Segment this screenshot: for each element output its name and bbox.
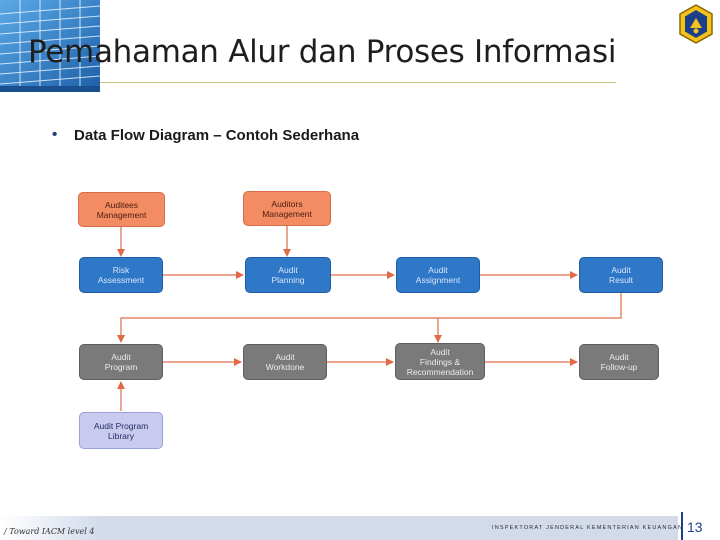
footer-left-text: / Toward IACM level 4	[4, 527, 95, 536]
building-graphic	[0, 0, 100, 92]
edge-result-to-program	[117, 293, 622, 343]
footer-band	[100, 516, 678, 540]
title-divider	[100, 82, 616, 83]
footer-organization: INSPEKTORAT JENDERAL KEMENTERIAN KEUANGA…	[492, 525, 684, 531]
bullet-heading: Data Flow Diagram – Contoh Sederhana	[74, 127, 360, 144]
ministry-logo	[679, 4, 713, 44]
slide-title: Pemahaman Alur dan Proses Informasi	[28, 34, 617, 70]
page-number: 13	[687, 519, 703, 535]
footer-divider	[681, 512, 683, 540]
footer-band-fade	[0, 516, 100, 540]
bullet-marker: •	[52, 126, 58, 143]
